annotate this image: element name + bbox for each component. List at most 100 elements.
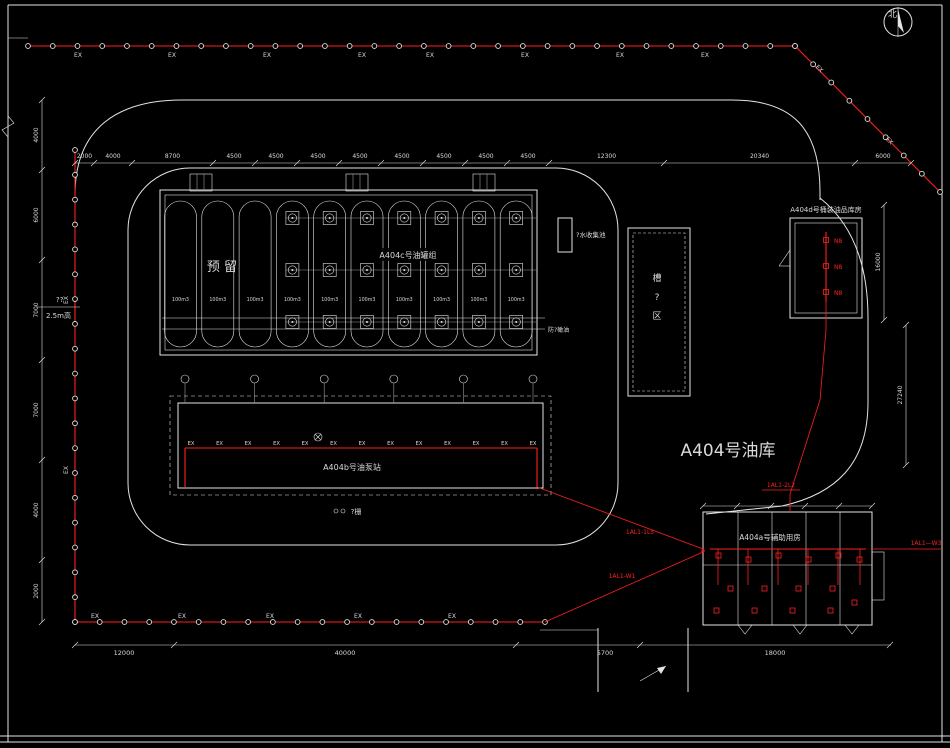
aux-door-2 (792, 624, 808, 635)
vent-circles (180, 374, 538, 403)
fence-post (294, 619, 301, 625)
truck-area-char-3: 区 (652, 311, 661, 322)
tank-capacity-label: 100m3 (284, 297, 301, 303)
dim-tick (902, 321, 910, 329)
ex-label: EX (530, 441, 537, 447)
pump-valve-box (509, 211, 524, 225)
ex-label: EX (416, 441, 423, 447)
dim-value: 4000 (33, 502, 40, 517)
pump-valve-box (322, 263, 337, 277)
tank-capacity-label: 100m3 (247, 297, 264, 303)
dim-tick (503, 159, 511, 167)
ex-label: EX (302, 441, 309, 447)
gate-symbol-1 (333, 508, 339, 514)
ex-label: EX (188, 441, 195, 447)
dim-tick (886, 641, 894, 649)
tank-outline (276, 200, 309, 348)
dim-tick (699, 502, 707, 510)
tank-capacity-label: 100m3 (508, 297, 525, 303)
dim-tick (767, 502, 775, 510)
dike-stair (189, 173, 213, 192)
dim-value: 20340 (750, 153, 769, 160)
truck-area: 槽 ? 区 (627, 227, 691, 397)
ex-label: EX (426, 52, 434, 59)
fence-post (767, 43, 774, 49)
fence-post (828, 79, 835, 86)
pump-valve-circle (287, 265, 297, 275)
fence-post (72, 296, 78, 302)
dim-value: 4500 (310, 153, 325, 160)
fence-post (668, 43, 675, 49)
dim-tick (512, 641, 520, 649)
pump-valve-circle (511, 213, 521, 223)
pump-valve-box (285, 211, 300, 225)
fence-post (72, 221, 78, 228)
aux-dim-ticks (699, 502, 876, 510)
north-label: 北 (888, 9, 897, 20)
n8-label: N8 (834, 264, 842, 271)
dim-value: 7000 (33, 402, 40, 417)
aux-building-label: A404a号辅助用房 (739, 532, 801, 542)
fence-post (618, 43, 625, 49)
ex-label: EX (616, 52, 624, 59)
fence-post (72, 196, 78, 203)
warehouse-label: A404d号桶装油品库房 (790, 205, 862, 214)
pump-valve-box (434, 263, 449, 277)
tank-outline (201, 200, 235, 348)
fence-post (72, 470, 78, 476)
panel-square (795, 585, 802, 592)
dim-tick (128, 159, 136, 167)
ex-label: EX (63, 466, 70, 474)
dim-value: 4500 (478, 153, 493, 160)
tank-capacity-label: 100m3 (359, 297, 376, 303)
fence-post (864, 116, 871, 122)
fence-post (272, 43, 279, 49)
fence-post (72, 544, 78, 551)
dim-value: 8700 (165, 153, 180, 160)
panel-square (805, 556, 812, 563)
pump-valve-circle (511, 317, 521, 327)
tank-outline (350, 200, 384, 348)
n8-label: N8 (834, 290, 842, 297)
dike-oil-label: 防?橄油 (548, 326, 569, 334)
fence-post (72, 445, 78, 451)
panel-square (823, 289, 829, 295)
pump-valve-dot (403, 217, 406, 219)
pump-valve-dot (403, 321, 406, 323)
fence-post (72, 271, 78, 278)
dim-value: 4500 (520, 153, 535, 160)
pump-valve-dot (477, 217, 480, 219)
fence-post (717, 43, 724, 49)
pump-symbol (313, 432, 323, 442)
pump-valve-dot (515, 217, 518, 219)
fence-post (594, 43, 600, 49)
sump-outline (557, 217, 573, 253)
pump-valve-box (509, 263, 524, 277)
tank-capacity-label: 100m3 (209, 297, 226, 303)
dim-value: 4000 (33, 127, 40, 142)
pump-valve-dot (477, 269, 480, 271)
fence-post (396, 43, 402, 49)
tank-capacity-label: 100m3 (172, 297, 189, 303)
fence-post (198, 43, 205, 49)
ex-label: EX (354, 613, 362, 620)
panel-square (745, 556, 752, 563)
fence-note-line2: 2.5m高 (46, 311, 71, 320)
aux-door-3 (844, 624, 860, 635)
ex-label: EX (701, 52, 709, 59)
panel-square (715, 552, 722, 559)
pump-valve-box (472, 315, 486, 329)
fence-post (72, 519, 78, 526)
pump-valve-box (472, 263, 486, 277)
panel-square (775, 552, 782, 559)
pump-station-label: A404b号油泵站 (323, 462, 381, 472)
fence-post (72, 569, 78, 576)
tank-group-label: A404c号油罐组 (379, 250, 436, 260)
ex-label: EX (273, 441, 280, 447)
ex-label: EX (266, 613, 274, 620)
pump-valve-dot (291, 217, 294, 219)
vent-circle (389, 374, 399, 384)
